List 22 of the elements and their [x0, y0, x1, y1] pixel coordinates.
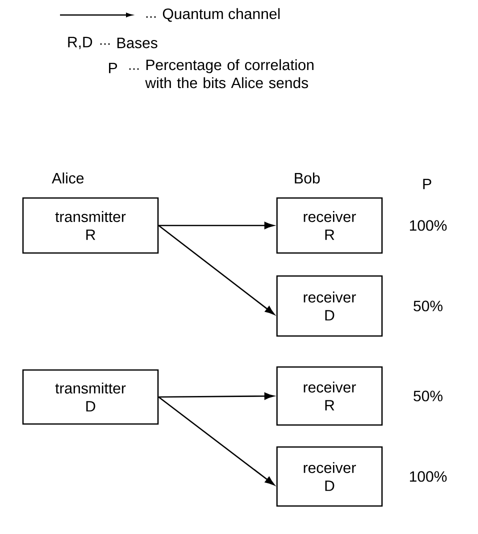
- column-header: P: [423, 178, 432, 190]
- percentage-label: 50%: [414, 390, 442, 402]
- symbol-label: P: [109, 62, 117, 74]
- legend-text: Bases: [117, 38, 158, 48]
- percentage-label: 100%: [410, 471, 447, 482]
- process-box: transmitter R: [22, 197, 159, 254]
- percentage-label: 100%: [410, 220, 447, 231]
- process-box: receiver D: [276, 275, 383, 337]
- arrow: [158, 392, 274, 400]
- process-box: receiver D: [276, 446, 383, 507]
- legend-text: Quantum channel: [162, 8, 280, 22]
- column-header: Bob: [294, 172, 320, 184]
- percentage-label: 50%: [414, 300, 442, 312]
- process-box: transmitter D: [22, 369, 159, 425]
- arrow: [158, 396, 275, 486]
- arrow: [158, 224, 275, 315]
- symbol-label: R,D: [68, 36, 92, 50]
- process-box: receiver R: [276, 366, 383, 426]
- column-header: Alice: [52, 172, 84, 184]
- arrow: [158, 222, 274, 230]
- process-box: receiver R: [276, 197, 383, 254]
- legend-text: Percentage of correlation with the bits Alice sends: [145, 59, 314, 88]
